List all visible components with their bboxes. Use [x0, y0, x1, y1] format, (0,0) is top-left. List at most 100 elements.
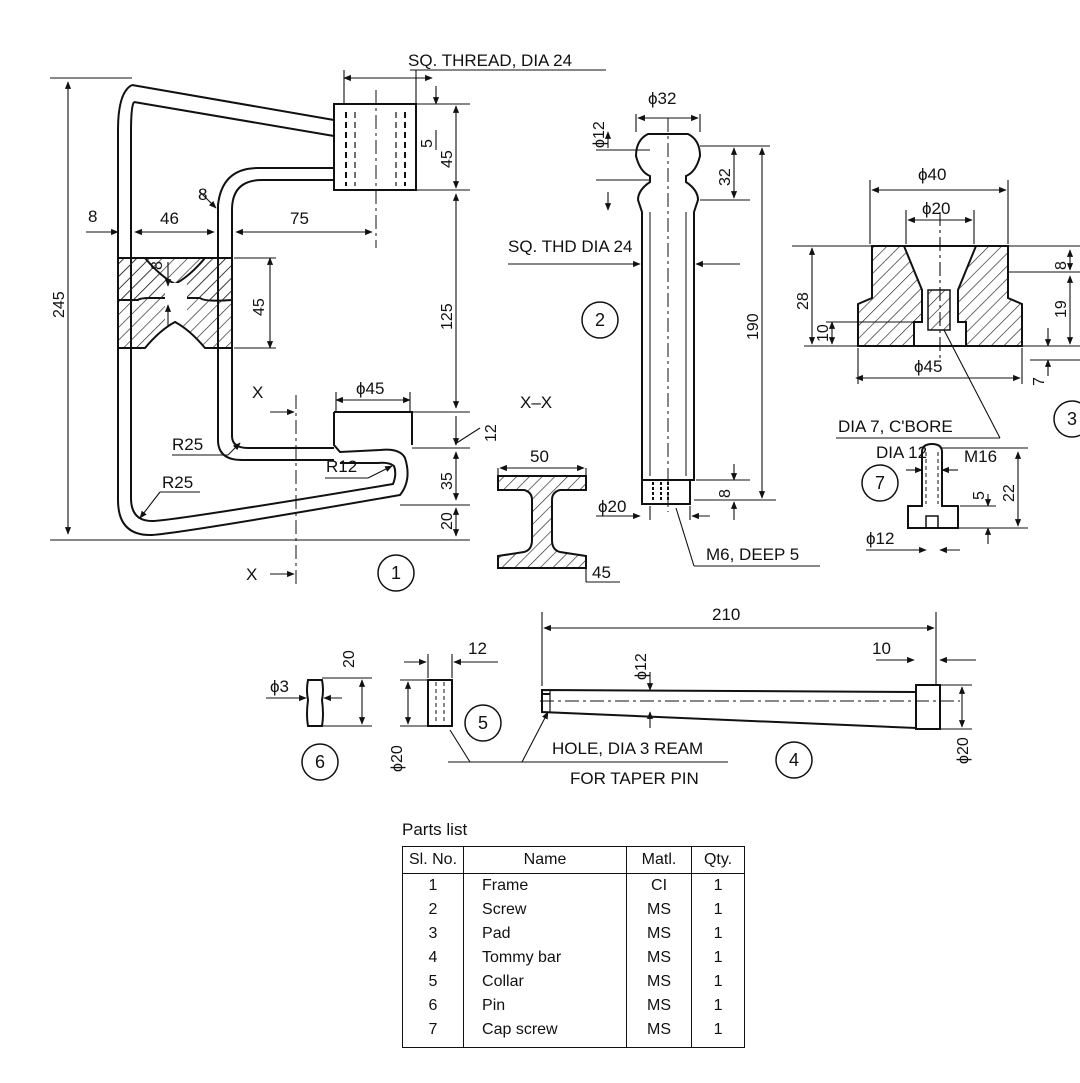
- bubble-6: [301, 743, 339, 781]
- parts-list-header-row: Sl. No. Name Matl. Qty.: [401, 846, 746, 874]
- label-frame-5: 5: [419, 139, 436, 148]
- label-frame-75: 75: [290, 209, 309, 228]
- cell-matl: MS: [626, 946, 693, 970]
- cell-qty: 1: [691, 970, 746, 994]
- parts-list-caption: Parts list: [402, 820, 468, 839]
- dimension-labels: SQ. THREAD, DIA 24 8 46 8 75 8 45 245 5 …: [51, 51, 1077, 788]
- cell-name: Cap screw: [463, 1018, 628, 1048]
- label-screw-190: 190: [745, 313, 762, 340]
- cell-qty: 1: [691, 898, 746, 922]
- label-frame-12: 12: [483, 424, 500, 442]
- label-frame-35: 35: [439, 472, 456, 490]
- cell-sl-no: 2: [401, 898, 465, 922]
- label-frame-8c: 8: [149, 261, 166, 270]
- section-x-x: [497, 464, 620, 583]
- label-sec-x-bottom: X: [246, 565, 257, 584]
- label-screw-phi12: ϕ12: [591, 121, 608, 148]
- label-frame-8b: 8: [198, 185, 207, 204]
- col-qty: Qty.: [691, 846, 746, 874]
- cell-sl-no: 7: [401, 1018, 465, 1048]
- label-sq-thread: SQ. THREAD, DIA 24: [408, 51, 572, 70]
- label-sec-45: 45: [592, 563, 611, 582]
- table-row: 1 Frame CI 1: [401, 873, 746, 898]
- label-sec-50: 50: [530, 447, 549, 466]
- cell-name: Pin: [463, 994, 628, 1018]
- bubble-7: [861, 464, 899, 502]
- label-pad-19: 19: [1053, 300, 1070, 318]
- label-screw-m6: M6, DEEP 5: [706, 545, 799, 564]
- label-frame-r12: R12: [326, 457, 357, 476]
- cell-qty: 1: [691, 994, 746, 1018]
- cell-name: Frame: [463, 873, 628, 898]
- label-frame-46: 46: [160, 209, 179, 228]
- label-section-title: X–X: [520, 393, 552, 412]
- pin-part: [306, 679, 324, 727]
- label-screw-thd: SQ. THD DIA 24: [508, 237, 632, 256]
- label-pad-10: 10: [815, 324, 832, 342]
- label-tb-10: 10: [872, 639, 891, 658]
- col-matl: Matl.: [626, 846, 693, 874]
- label-pad-cbore2: DIA 12: [876, 443, 927, 462]
- bubble-label-5: 5: [478, 713, 488, 733]
- label-cap-5: 5: [971, 491, 988, 500]
- label-cap-phi12: ϕ12: [866, 529, 894, 548]
- table-row: 4 Tommy bar MS 1: [401, 946, 746, 970]
- label-frame-8a: 8: [88, 207, 97, 226]
- table-row: 6 Pin MS 1: [401, 994, 746, 1018]
- label-collar-phi20: ϕ20: [389, 745, 406, 772]
- label-screw-phi20: ϕ20: [598, 497, 626, 516]
- label-frame-r25b: R25: [162, 473, 193, 492]
- label-frame-phi45: ϕ45: [356, 379, 384, 398]
- label-tb-210: 210: [712, 605, 740, 624]
- bubble-label-7: 7: [875, 473, 885, 493]
- label-pad-phi20: ϕ20: [922, 199, 950, 218]
- pad-part: [792, 180, 1080, 439]
- label-pin-20: 20: [341, 650, 358, 668]
- label-pad-7: 7: [1031, 377, 1048, 386]
- cell-name: Screw: [463, 898, 628, 922]
- cell-name: Collar: [463, 970, 628, 994]
- bubble-label-3: 3: [1067, 409, 1077, 429]
- label-screw-8: 8: [717, 489, 734, 498]
- bubble-3: [1053, 400, 1080, 438]
- collar-part: [427, 679, 453, 727]
- table-row: 3 Pad MS 1: [401, 922, 746, 946]
- cell-sl-no: 4: [401, 946, 465, 970]
- bubble-label-4: 4: [789, 750, 799, 770]
- cell-matl: MS: [626, 994, 693, 1018]
- cap-screw-part: [907, 442, 959, 529]
- cell-name: Tommy bar: [463, 946, 628, 970]
- label-screw-32: 32: [717, 168, 734, 186]
- cell-qty: 1: [691, 946, 746, 970]
- cell-matl: MS: [626, 1018, 693, 1048]
- cell-matl: MS: [626, 970, 693, 994]
- label-screw-phi32: ϕ32: [648, 89, 676, 108]
- cell-sl-no: 6: [401, 994, 465, 1018]
- parts-list: Parts list Sl. No. Name Matl. Qty. 1 Fra…: [401, 820, 746, 1048]
- cell-qty: 1: [691, 1018, 746, 1048]
- label-frame-20: 20: [439, 512, 456, 530]
- cell-sl-no: 1: [401, 873, 465, 898]
- label-tb-phi12: ϕ12: [633, 653, 650, 680]
- label-pad-phi40: ϕ40: [918, 165, 946, 184]
- label-pad-cbore1: DIA 7, C'BORE: [838, 417, 953, 436]
- label-cap-m16: M16: [964, 447, 997, 466]
- label-frame-45a: 45: [251, 298, 268, 316]
- bubble-5: [464, 704, 502, 742]
- label-pin-phi3: ϕ3: [270, 677, 289, 696]
- cell-name: Pad: [463, 922, 628, 946]
- screw-part: [634, 118, 702, 512]
- table-row: 7 Cap screw MS 1: [401, 1018, 746, 1048]
- label-sec-x-top: X: [252, 383, 263, 402]
- bubble-4: [775, 741, 813, 779]
- parts-list-table: Sl. No. Name Matl. Qty. 1 Frame CI 1 2 S…: [401, 846, 746, 1048]
- label-frame-245: 245: [51, 291, 68, 318]
- cell-matl: MS: [626, 898, 693, 922]
- cell-matl: MS: [626, 922, 693, 946]
- col-name: Name: [463, 846, 628, 874]
- cell-sl-no: 3: [401, 922, 465, 946]
- tommy-bar-part: [540, 684, 960, 730]
- cell-matl: CI: [626, 873, 693, 898]
- label-tb-hole2: FOR TAPER PIN: [570, 769, 699, 788]
